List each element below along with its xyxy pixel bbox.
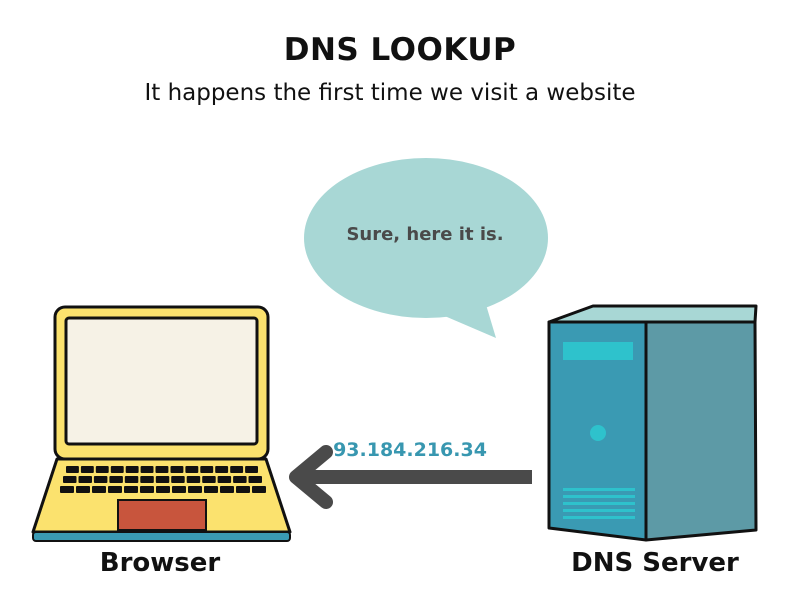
- keyboard-key: [140, 476, 154, 483]
- keyboard-key: [125, 466, 139, 473]
- keyboard-key: [215, 466, 229, 473]
- keyboard-key: [185, 466, 199, 473]
- keyboard-key: [109, 476, 123, 483]
- keyboard-key: [108, 486, 122, 493]
- keyboard-key: [140, 466, 154, 473]
- diagram-subtitle: It happens the first time we visit a web…: [144, 80, 636, 106]
- dns-server-label: DNS Server: [571, 548, 739, 578]
- server-side: [644, 320, 758, 542]
- keyboard-key: [124, 486, 138, 493]
- laptop-icon: [31, 305, 292, 542]
- server-vents: [563, 488, 635, 519]
- browser-label: Browser: [99, 548, 221, 578]
- server-icon: [547, 304, 758, 542]
- keyboard-key: [186, 476, 201, 483]
- keyboard-key: [60, 486, 74, 493]
- keyboard-key: [252, 486, 266, 493]
- keyboard-key: [110, 466, 124, 473]
- keyboard-key: [95, 466, 109, 473]
- keyboard-key: [172, 486, 186, 493]
- diagram-title: DNS LOOKUP: [283, 32, 517, 68]
- keyboard-key: [200, 466, 214, 473]
- keyboard-key: [66, 466, 79, 473]
- keyboard-key: [156, 486, 170, 493]
- keyboard-key: [188, 486, 202, 493]
- keyboard-key: [236, 486, 250, 493]
- keyboard-key: [230, 466, 244, 473]
- speech-bubble-text: Sure, here it is.: [346, 224, 504, 245]
- keyboard-key: [202, 476, 216, 483]
- server-top: [547, 304, 758, 324]
- laptop-trackpad: [117, 499, 207, 531]
- keyboard-key: [155, 476, 170, 483]
- keyboard-key: [248, 476, 262, 483]
- keyboard-key: [233, 476, 247, 483]
- laptop-base-edge: [32, 531, 291, 542]
- keyboard-key: [78, 476, 92, 483]
- keyboard-key: [93, 476, 108, 483]
- keyboard-key: [155, 466, 169, 473]
- keyboard-key: [92, 486, 106, 493]
- keyboard-key: [140, 486, 154, 493]
- ip-address-label: 93.184.216.34: [333, 439, 487, 461]
- laptop-screen: [64, 316, 259, 446]
- keyboard-key: [124, 476, 139, 483]
- arrow-head: [289, 445, 333, 509]
- server-drive-bay: [563, 342, 633, 360]
- speech-bubble: [304, 158, 548, 338]
- keyboard-key: [80, 466, 94, 473]
- keyboard-key: [204, 486, 218, 493]
- keyboard-key: [170, 466, 184, 473]
- keyboard-key: [245, 466, 258, 473]
- keyboard-key: [220, 486, 234, 493]
- keyboard-key: [217, 476, 232, 483]
- response-arrow: [289, 445, 532, 509]
- speech-bubble-body: [304, 158, 548, 318]
- keyboard-key: [63, 476, 77, 483]
- server-power-light: [590, 425, 606, 441]
- laptop-keyboard: [60, 466, 266, 493]
- keyboard-key: [76, 486, 90, 493]
- keyboard-key: [171, 476, 185, 483]
